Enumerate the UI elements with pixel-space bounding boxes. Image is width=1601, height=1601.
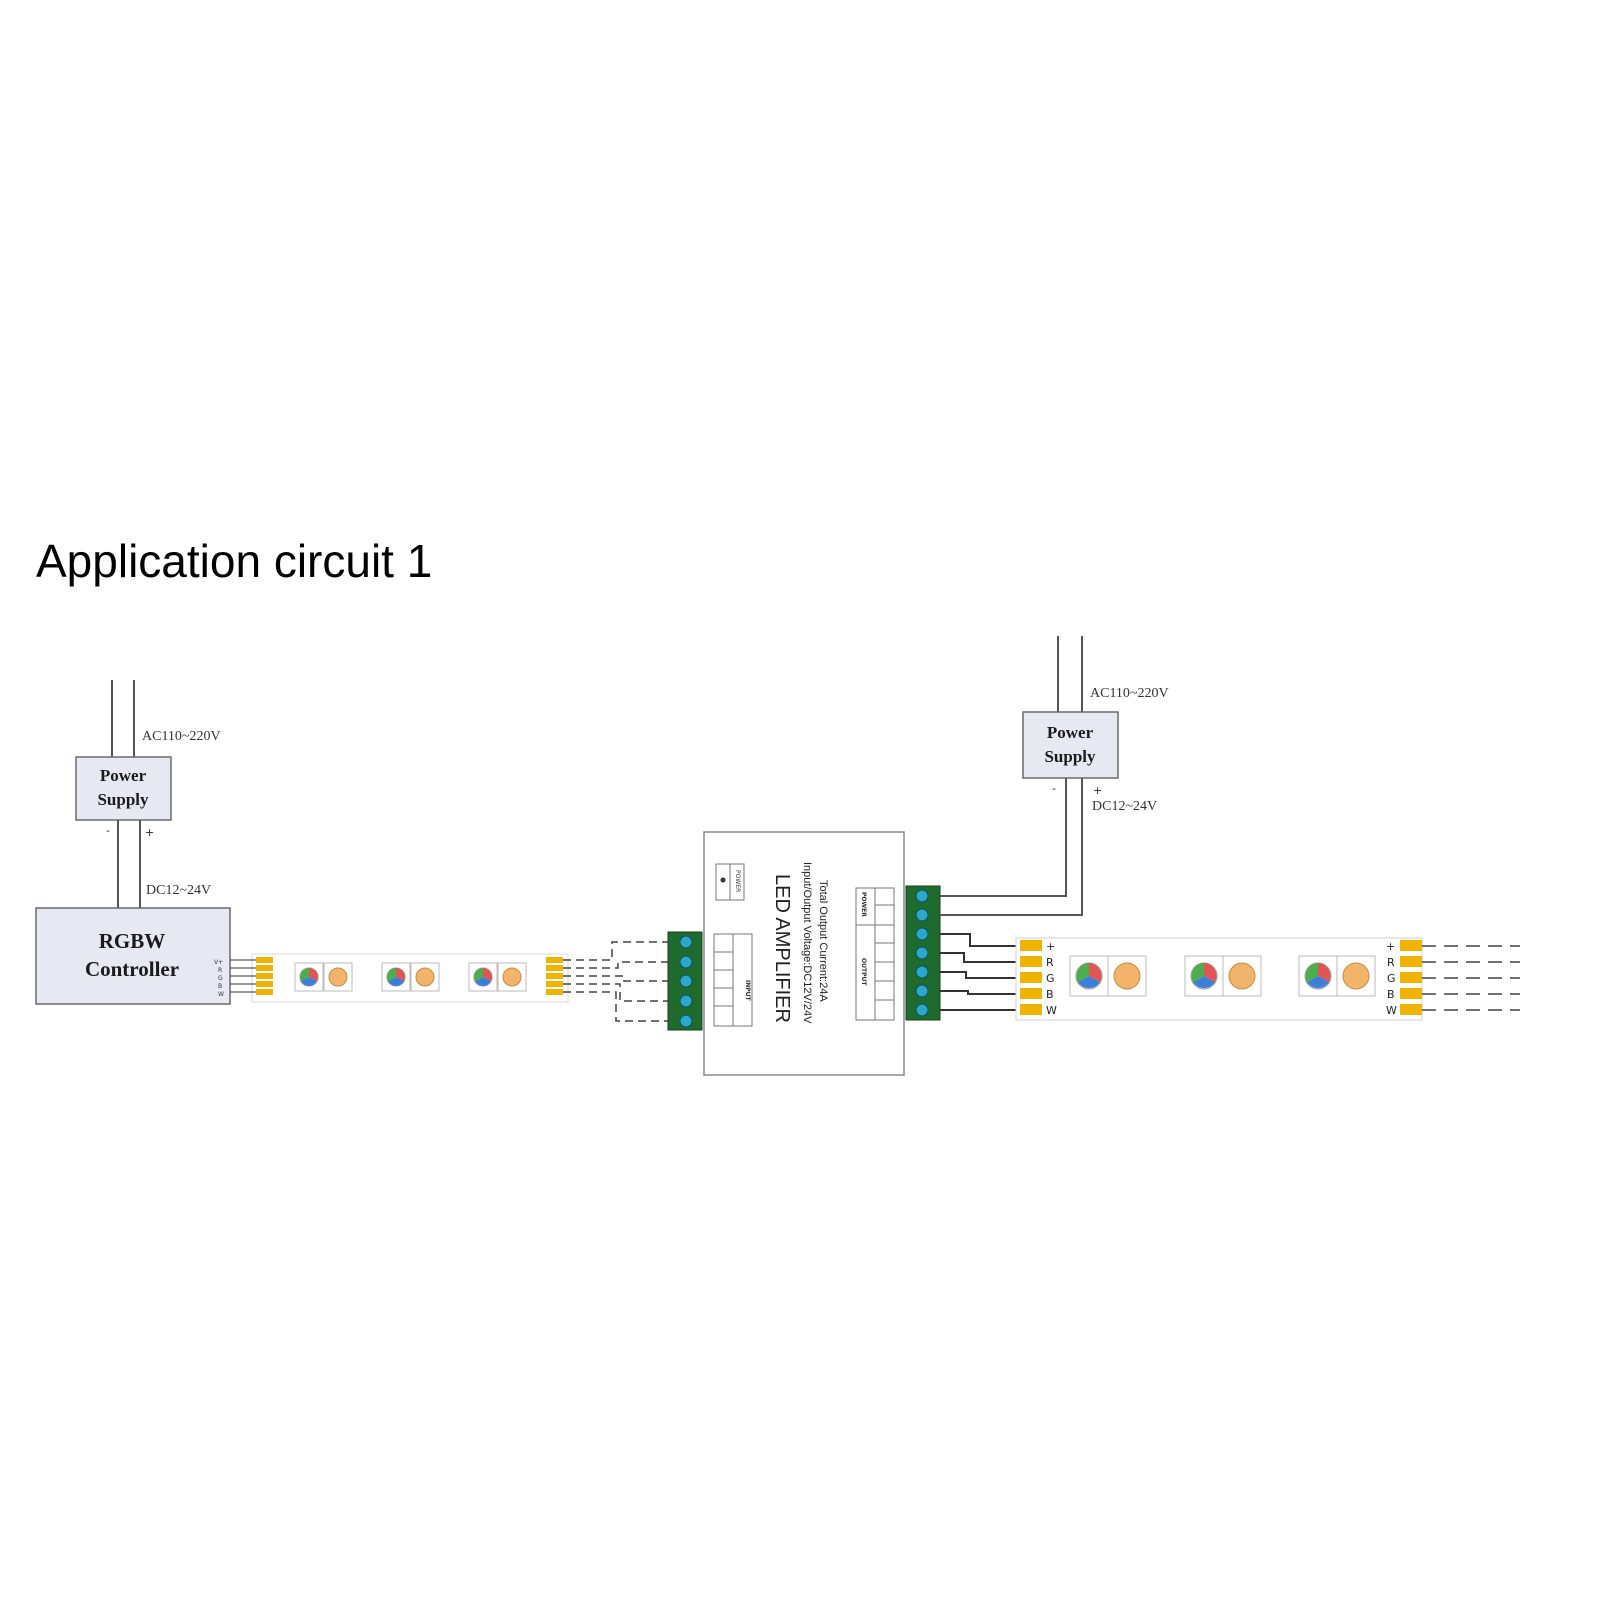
- left-ac-label: AC110~220V: [142, 729, 221, 744]
- amplifier-input-table: INPUT: [713, 933, 753, 1027]
- amplifier-power-label: POWER: [734, 870, 741, 892]
- strip-right-end-pin-plus: +: [1386, 940, 1395, 953]
- amplifier-power-indicator: POWER: [715, 863, 745, 901]
- right-power-supply: AC110~220V Power Supply - + DC12~24V: [940, 636, 1169, 916]
- controller-pin-w: W: [218, 991, 224, 998]
- strip-right-led-pair-1: [1069, 955, 1147, 997]
- right-psu-label-2: Supply: [1044, 747, 1096, 766]
- amplifier-output-table: POWER OUTPUT: [855, 887, 895, 1021]
- amplifier-input-terminal: [667, 931, 703, 1031]
- rgbw-controller: RGBW Controller V+ R G B W: [35, 907, 231, 1005]
- dashed-continuation: [1422, 945, 1520, 1011]
- controller-pin-g: G: [218, 975, 223, 982]
- strip-right-end-pin-w: W: [1386, 1004, 1397, 1017]
- controller-label-2: Controller: [85, 957, 179, 981]
- strip-right-pads-end: [1400, 940, 1422, 1015]
- strip-left-led-pair-2: [381, 962, 440, 992]
- amplifier-voltage: Input/Output Voltage:DC12V/24V: [801, 862, 813, 1024]
- strip-right-pin-plus: +: [1046, 940, 1055, 953]
- controller-pin-r: R: [218, 967, 222, 974]
- amplifier-output-terminal: [905, 885, 941, 1021]
- output-wires: [940, 933, 1020, 1011]
- amplifier-current: Total Output Current:24A: [817, 880, 829, 1002]
- controller-pin-b: B: [218, 983, 222, 990]
- left-psu-label-2: Supply: [97, 790, 149, 809]
- strip-left-pads-end: [546, 957, 563, 995]
- right-psu-plus: +: [1093, 784, 1102, 797]
- diagram-title: Application circuit 1: [36, 535, 433, 587]
- strip-left-led-pair-3: [468, 962, 527, 992]
- left-psu-minus: -: [106, 824, 110, 837]
- strip-right-pads-start: [1020, 940, 1042, 1015]
- right-psu-label-1: Power: [1047, 723, 1094, 742]
- controller-pin-vplus: V+: [214, 959, 223, 966]
- strip-right-end-pin-g: G: [1387, 972, 1396, 985]
- left-psu-label-1: Power: [100, 766, 147, 785]
- strip-right-end-pin-r: R: [1387, 956, 1395, 969]
- amplifier-input-label: INPUT: [744, 980, 751, 1002]
- left-dc-label: DC12~24V: [146, 883, 211, 898]
- strip-right-pin-b: B: [1046, 988, 1054, 1001]
- left-power-supply: AC110~220V Power Supply - + DC12~24V: [75, 680, 221, 908]
- led-amplifier: INPUT POWER LED AMPLIFIER Input/Output V…: [667, 831, 941, 1076]
- strip-right-pin-r: R: [1046, 956, 1054, 969]
- amplifier-title: LED AMPLIFIER: [771, 874, 793, 1023]
- led-strip-right: + R G B W: [1015, 937, 1423, 1021]
- left-psu-plus: +: [145, 826, 154, 839]
- strip-left-pads-start: [256, 957, 273, 995]
- right-dc-label: DC12~24V: [1092, 799, 1157, 814]
- strip-right-end-pin-b: B: [1387, 988, 1395, 1001]
- amplifier-output-label: OUTPUT: [860, 958, 867, 986]
- strip-left-led-pair-1: [294, 962, 353, 992]
- amplifier-output-power-label: POWER: [860, 892, 867, 917]
- strip-right-pin-w: W: [1046, 1004, 1057, 1017]
- strip-right-led-pair-2: [1184, 955, 1262, 997]
- led-strip-left: [230, 953, 569, 1003]
- strip-right-led-pair-3: [1298, 955, 1376, 997]
- dashed-wires-input: [563, 941, 670, 1022]
- controller-label-1: RGBW: [99, 929, 166, 953]
- right-psu-minus: -: [1052, 782, 1056, 795]
- right-ac-label: AC110~220V: [1090, 686, 1169, 701]
- strip-right-pin-g: G: [1046, 972, 1055, 985]
